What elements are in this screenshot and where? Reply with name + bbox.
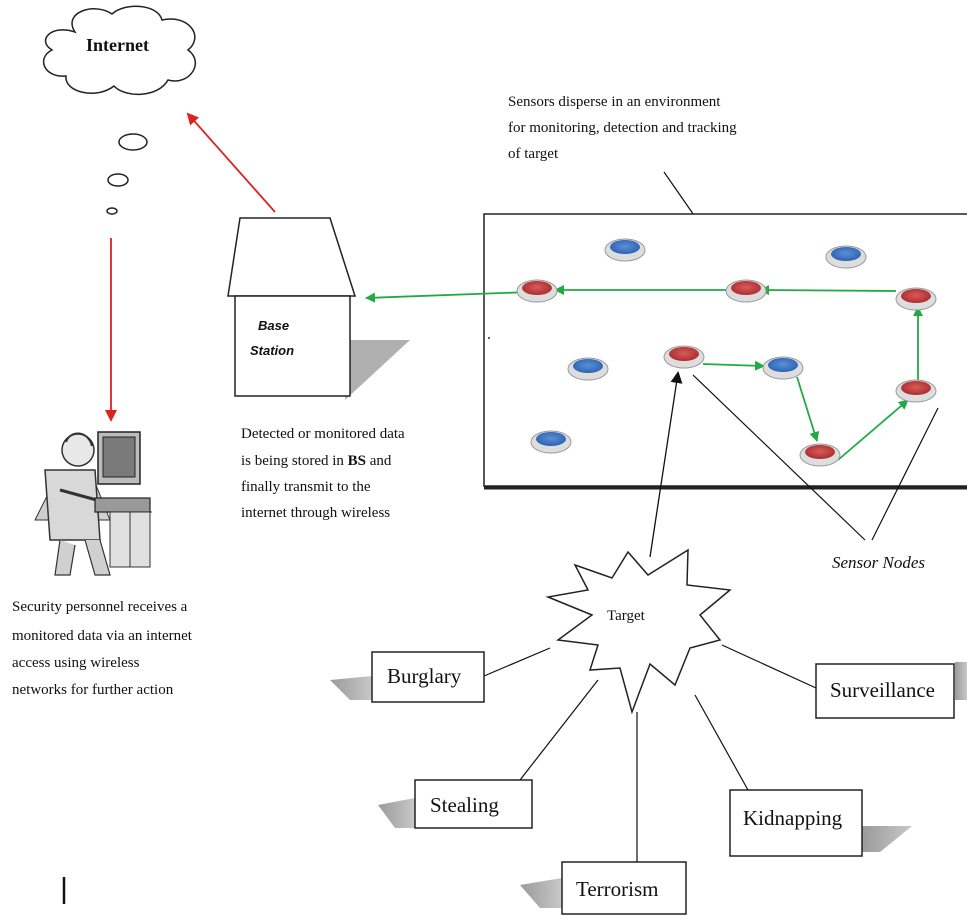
base-station-label-line-1: Base bbox=[258, 318, 289, 333]
thought-bubble-large bbox=[118, 133, 148, 151]
sensor-caption-line-1: Sensors disperse in an environment bbox=[508, 94, 721, 110]
base-station-roof bbox=[227, 217, 357, 297]
threat-terrorism: Terrorism bbox=[561, 861, 687, 915]
bs-caption-line-4: internet through wireless bbox=[241, 505, 390, 521]
route-segment-4 bbox=[837, 399, 909, 461]
sensor-node-red bbox=[663, 345, 705, 369]
terrorism-shadow bbox=[520, 878, 562, 908]
bs-caption-line-2-post: and bbox=[366, 453, 392, 469]
sensor-node-red bbox=[799, 443, 841, 467]
base-station-body bbox=[234, 295, 351, 397]
base-station-shadow bbox=[345, 340, 410, 400]
internet-label: Internet bbox=[86, 35, 149, 55]
sensor-label-pointer-2 bbox=[871, 407, 939, 541]
sensor-label-pointer-1 bbox=[692, 374, 866, 541]
thought-bubble-small bbox=[106, 207, 118, 215]
bs-to-internet-arrow bbox=[186, 112, 276, 213]
threat-stealing: Stealing bbox=[414, 779, 533, 829]
target-starburst: Target bbox=[545, 548, 732, 715]
bs-caption-line-3: finally transmit to the bbox=[241, 479, 371, 495]
target-detection-arrow bbox=[649, 371, 683, 558]
bs-caption-line-2: is being stored in BS and bbox=[241, 453, 392, 469]
security-caption-line-1: Security personnel receives a bbox=[12, 599, 188, 615]
sensor-node-blue bbox=[530, 430, 572, 454]
stealing-label: Stealing bbox=[430, 793, 499, 817]
threat-burglary: Burglary bbox=[371, 651, 485, 703]
burglary-label: Burglary bbox=[387, 664, 462, 688]
security-caption-line-3: access using wireless bbox=[12, 655, 140, 671]
threat-kidnapping: Kidnapping bbox=[729, 789, 863, 857]
security-caption-line-2: monitored data via an internet bbox=[12, 628, 193, 644]
kidnapping-connector bbox=[694, 694, 749, 791]
route-segment-2 bbox=[759, 285, 897, 296]
sensor-node-blue bbox=[762, 356, 804, 380]
sensor-node-blue bbox=[825, 245, 867, 269]
security-caption: Security personnel receives a monitored … bbox=[12, 599, 193, 698]
sensor-caption-line-2: for monitoring, detection and tracking bbox=[508, 120, 737, 136]
bs-caption: Detected or monitored data is being stor… bbox=[241, 426, 405, 521]
bs-caption-line-2-pre: is being stored in bbox=[241, 453, 348, 469]
sensor-area-caption: Sensors disperse in an environment for m… bbox=[508, 94, 737, 162]
burglary-connector bbox=[483, 647, 551, 677]
routing-path bbox=[365, 285, 923, 461]
sensor-node-red bbox=[895, 287, 937, 311]
surveillance-label: Surveillance bbox=[830, 678, 935, 702]
sensor-node-red bbox=[516, 279, 558, 303]
burglary-shadow bbox=[330, 676, 372, 700]
route-to-base-station bbox=[365, 291, 531, 303]
surveillance-connector bbox=[721, 644, 817, 689]
kidnapping-label: Kidnapping bbox=[743, 806, 843, 830]
stealing-connector bbox=[519, 679, 599, 781]
kidnapping-shadow bbox=[862, 826, 912, 852]
sensor-nodes-label: Sensor Nodes bbox=[832, 553, 925, 572]
base-station-label-line-2: Station bbox=[250, 343, 294, 358]
sensor-nodes bbox=[516, 238, 937, 467]
threat-surveillance: Surveillance bbox=[815, 663, 955, 719]
sensor-node-red bbox=[895, 379, 937, 403]
security-caption-line-4: networks for further action bbox=[12, 682, 174, 698]
stray-dot bbox=[488, 337, 490, 339]
internet-cloud: Internet bbox=[42, 5, 197, 96]
sensor-node-blue bbox=[567, 357, 609, 381]
sensor-node-blue bbox=[604, 238, 646, 262]
base-station: Base Station bbox=[227, 217, 410, 400]
bs-caption-line-2-bold: BS bbox=[348, 453, 366, 469]
route-segment-5 bbox=[796, 376, 820, 442]
bs-caption-line-1: Detected or monitored data bbox=[241, 426, 405, 442]
terrorism-label: Terrorism bbox=[576, 877, 659, 901]
sensor-caption-line-3: of target bbox=[508, 146, 559, 162]
target-label: Target bbox=[607, 608, 646, 624]
security-personnel-icon bbox=[34, 431, 152, 576]
thought-bubble-medium bbox=[107, 173, 129, 187]
surveillance-shadow bbox=[955, 662, 967, 700]
route-segment-6 bbox=[702, 360, 765, 371]
stealing-shadow bbox=[378, 798, 415, 828]
sensor-node-red bbox=[725, 279, 767, 303]
